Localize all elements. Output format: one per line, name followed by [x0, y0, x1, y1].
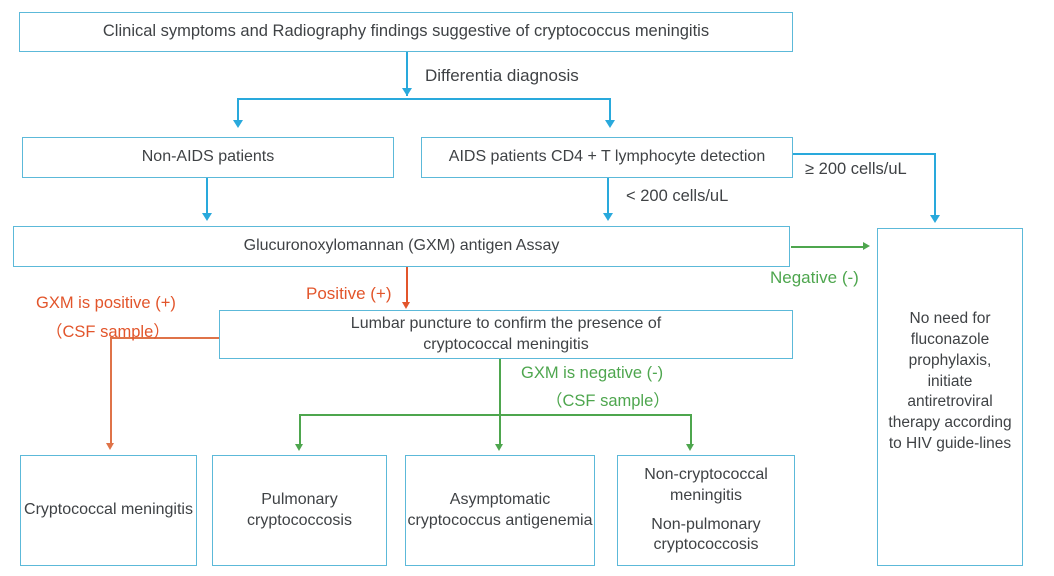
label-gxm-positive: GXM is positive (+)	[36, 294, 176, 312]
connector-lumbar-down	[499, 359, 501, 415]
connector-aids-right-vertical	[934, 153, 936, 216]
node-non-cryptococcal-meningitis-label: Non-cryptococcal meningitis	[644, 466, 768, 504]
connector-non-aids-to-gxm	[206, 178, 208, 215]
connector-aids-right-horizontal	[793, 153, 936, 155]
arrowhead-to-aids-icon	[605, 120, 615, 128]
label-differential-diagnosis: Differentia diagnosis	[425, 66, 579, 85]
connector-split-left	[237, 98, 239, 122]
connector-branch-to-pulmonary	[299, 414, 301, 445]
arrowhead-asymptomatic-icon	[495, 444, 503, 451]
node-clinical-symptoms: Clinical symptoms and Radiography findin…	[19, 12, 793, 52]
node-pulmonary-cryptococcosis: Pulmonary cryptococcosis	[212, 455, 387, 566]
node-non-aids-patients: Non-AIDS patients	[22, 137, 394, 178]
arrowhead-aids-gxm-icon	[603, 213, 613, 221]
label-cd4-ge-200: ≥ 200 cells/uL	[805, 160, 907, 178]
label-gxm-negative: GXM is negative (-)	[521, 364, 664, 382]
label-cd4-lt-200: < 200 cells/uL	[626, 187, 729, 205]
node-pulmonary-cryptococcosis-label: Pulmonary cryptococcosis	[247, 491, 352, 529]
arrowhead-non-aids-gxm-icon	[202, 213, 212, 221]
node-asymptomatic-antigenemia: Asymptomatic cryptococcus antigenemia	[405, 455, 595, 566]
connector-branch-to-non-cryptococcal	[690, 414, 692, 445]
node-clinical-symptoms-label: Clinical symptoms and Radiography findin…	[102, 22, 710, 41]
connector-gxm-negative	[791, 246, 863, 248]
arrowhead-to-non-aids-icon	[233, 120, 243, 128]
arrowhead-positive-icon	[402, 302, 410, 309]
connector-positive-to-lumbar	[406, 267, 408, 303]
label-positive: Positive (+)	[306, 284, 392, 303]
arrowhead-differential-icon	[402, 88, 412, 96]
arrowhead-non-cryptococcal-icon	[686, 444, 694, 451]
node-non-cryptococcal: Non-cryptococcal meningitis Non-pulmonar…	[617, 455, 795, 566]
connector-split-right	[609, 98, 611, 122]
connector-branch-to-asymptomatic	[499, 414, 501, 445]
node-cryptococcal-meningitis: Cryptococcal meningitis	[20, 455, 197, 566]
node-no-fluconazole-prophylaxis: No need for fluconazole prophylaxis, ini…	[877, 228, 1023, 566]
node-non-pulmonary-cryptococcosis-label: Non-pulmonary cryptococcosis	[651, 516, 761, 554]
arrowhead-negative-icon	[863, 242, 870, 250]
connector-split-horizontal	[237, 98, 611, 100]
arrowhead-pulmonary-icon	[295, 444, 303, 451]
label-gxm-positive-csf-sample: （CSF sample）	[46, 323, 170, 341]
connector-aids-to-gxm	[607, 178, 609, 215]
arrowhead-to-no-prophylaxis-icon	[930, 215, 940, 223]
node-aids-patients: AIDS patients CD4 + T lymphocyte detecti…	[421, 137, 793, 178]
label-negative: Negative (-)	[770, 268, 859, 287]
node-gxm-antigen-assay-label: Glucuronoxylomannan (GXM) antigen Assay	[243, 237, 560, 255]
connector-gxm-positive-vertical	[110, 337, 112, 444]
node-asymptomatic-antigenemia-label: Asymptomatic cryptococcus antigenemia	[407, 491, 593, 529]
node-gxm-antigen-assay: Glucuronoxylomannan (GXM) antigen Assay	[13, 226, 790, 267]
arrowhead-cryptococcal-meningitis-icon	[106, 443, 114, 450]
node-cryptococcal-meningitis-label: Cryptococcal meningitis	[24, 501, 193, 519]
node-lumbar-puncture: Lumbar puncture to confirm the presence …	[219, 310, 793, 359]
node-non-aids-patients-label: Non-AIDS patients	[141, 148, 275, 166]
node-aids-patients-label: AIDS patients CD4 + T lymphocyte detecti…	[448, 148, 766, 166]
connector-top-stem	[406, 52, 408, 96]
connector-green-branch	[299, 414, 691, 416]
node-no-fluconazole-prophylaxis-label: No need for fluconazole prophylaxis, ini…	[888, 309, 1012, 453]
node-lumbar-puncture-label: Lumbar puncture to confirm the presence …	[350, 315, 662, 353]
label-gxm-negative-csf-sample: （CSF sample）	[546, 392, 670, 410]
connector-gxm-positive-horizontal	[110, 337, 219, 339]
